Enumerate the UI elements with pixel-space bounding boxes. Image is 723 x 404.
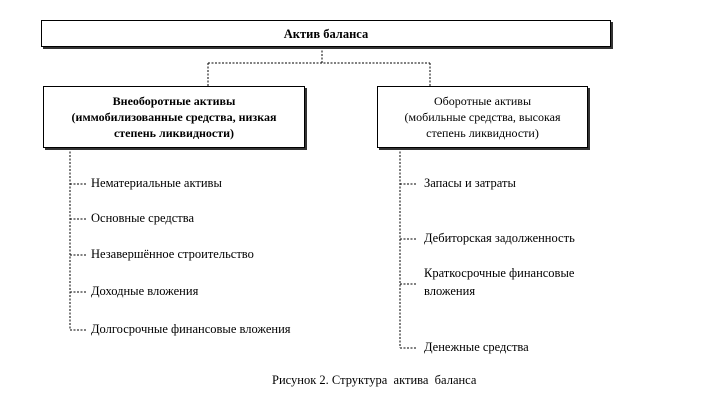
left-category-subtitle: (иммобилизованные средства, низкая степе… (71, 110, 277, 140)
figure-caption: Рисунок 2. Структура актива баланса (272, 373, 477, 387)
right-category-subtitle: (мобильные средства, высокая степень лик… (404, 110, 561, 140)
right-category-box: Оборотные активы (мобильные средства, вы… (377, 86, 588, 148)
left-item-long-term-investments: Долгосрочные финансовые вложения (91, 322, 291, 336)
left-item-income-investments: Доходные вложения (91, 284, 199, 298)
right-item-receivables: Дебиторская задолженность (424, 231, 575, 245)
root-box: Актив баланса (41, 20, 611, 47)
left-item-intangible-assets: Нематериальные активы (91, 176, 222, 190)
left-category-title: Внеоборотные активы (112, 94, 236, 108)
right-item-inventories: Запасы и затраты (424, 176, 516, 190)
left-category-box: Внеоборотные активы (иммобилизованные ср… (43, 86, 305, 148)
right-category-title: Оборотные активы (433, 94, 532, 108)
right-item-cash: Денежные средства (424, 340, 529, 354)
right-item-short-term-investments: Краткосрочные финансовые вложения (424, 266, 575, 298)
left-item-construction-in-progress: Незавершённое строительство (91, 247, 254, 261)
root-label: Актив баланса (283, 26, 369, 41)
left-item-fixed-assets: Основные средства (91, 211, 195, 225)
